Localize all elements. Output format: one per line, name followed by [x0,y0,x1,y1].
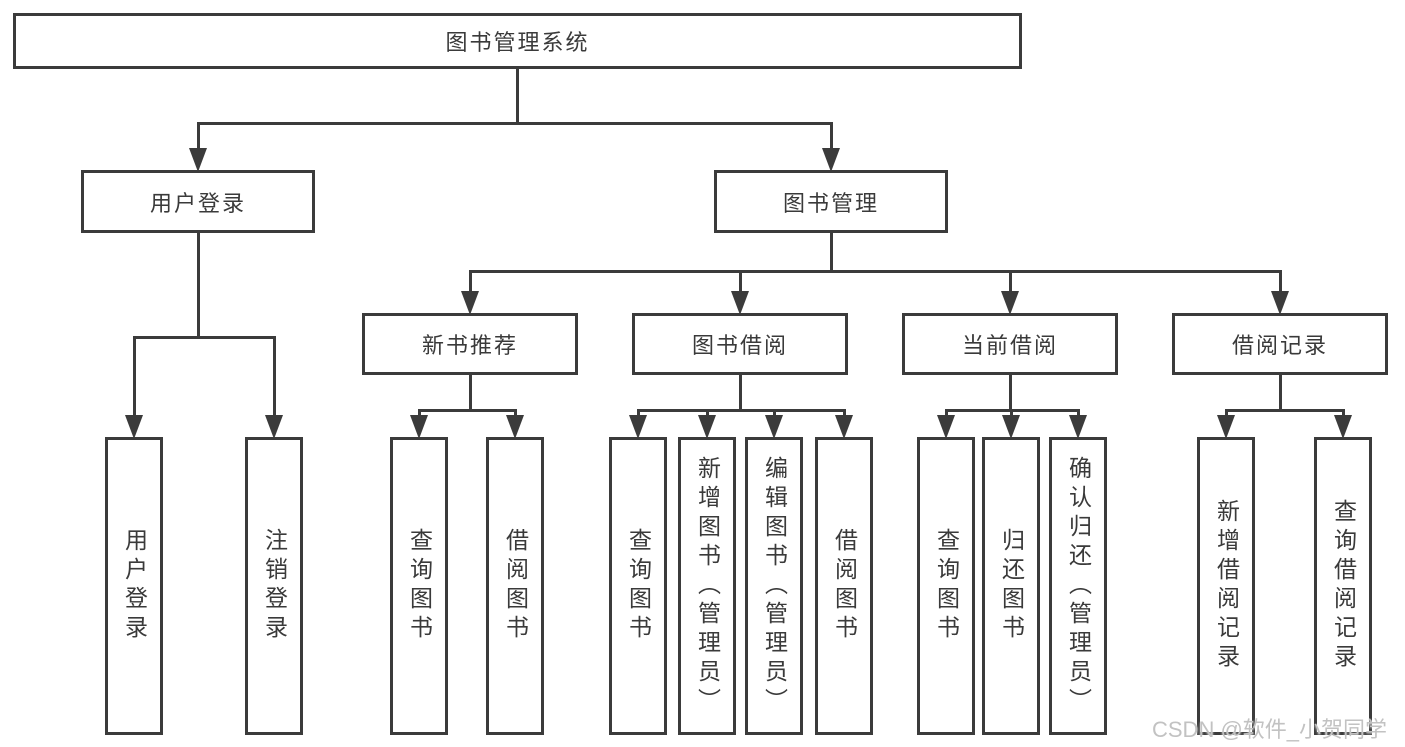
connector-horizontal-line [132,336,276,339]
arrowhead-down-icon [835,415,853,439]
arrowhead-down-icon [765,415,783,439]
node-label-new-book-recommendation: 新书推荐 [421,333,518,358]
node-cb-confirm-return: 确认归还（管理员） [1049,437,1107,735]
node-bb-borrow-books: 借阅图书 [815,437,873,735]
connector-vertical-line [417,409,421,415]
node-label-bb-add-books: 新增图书（管理员） [694,455,721,717]
arrowhead-down-icon [506,415,524,439]
connector-vertical-line [1278,270,1282,291]
node-label-borrowing-records: 借阅记录 [1231,333,1328,358]
node-label-nbr-borrow-books: 借阅图书 [502,528,529,644]
connector-vertical-line [196,233,200,339]
arrowhead-down-icon [410,415,428,439]
node-label-cb-confirm-return: 确认归还（管理员） [1065,455,1092,717]
node-ul-user-login: 用户登录 [105,437,163,735]
connector-vertical-line [944,409,948,415]
connector-vertical-line [468,270,472,291]
connector-vertical-line [829,122,833,148]
connector-vertical-line [272,336,276,415]
connector-horizontal-line [468,270,1282,273]
connector-horizontal-line [1224,409,1345,412]
node-label-user-login: 用户登录 [149,190,246,216]
arrowhead-down-icon [1271,291,1289,315]
node-borrowing-records: 借阅记录 [1172,313,1388,375]
connector-vertical-line [1008,270,1012,291]
node-br-add-record: 新增借阅记录 [1197,437,1255,735]
connector-vertical-line [1008,375,1012,412]
connector-vertical-line [772,409,776,415]
node-book-management: 图书管理 [714,170,948,233]
arrowhead-down-icon [731,291,749,315]
arrowhead-down-icon [937,415,955,439]
arrowhead-down-icon [1001,291,1019,315]
node-label-ul-user-login: 用户登录 [121,528,148,644]
connector-vertical-line [1341,409,1345,415]
arrowhead-down-icon [125,415,143,439]
node-nbr-query-books: 查询图书 [390,437,448,735]
node-label-bb-query-books: 查询图书 [625,528,652,644]
connector-vertical-line [705,409,709,415]
node-cb-query-books: 查询图书 [917,437,975,735]
node-nbr-borrow-books: 借阅图书 [486,437,544,735]
node-bb-add-books: 新增图书（管理员） [678,437,736,735]
node-user-login: 用户登录 [81,170,315,233]
connector-vertical-line [738,270,742,291]
node-bb-edit-books: 编辑图书（管理员） [745,437,803,735]
connector-vertical-line [468,375,472,412]
node-label-nbr-query-books: 查询图书 [406,528,433,644]
node-book-borrowing: 图书借阅 [632,313,848,375]
connector-vertical-line [513,409,517,415]
node-current-borrowing: 当前借阅 [902,313,1118,375]
node-label-system: 图书管理系统 [445,30,590,55]
node-label-br-query-record: 查询借阅记录 [1330,499,1357,673]
node-label-book-borrowing: 图书借阅 [691,333,788,358]
node-cb-return-books: 归还图书 [982,437,1040,735]
connector-vertical-line [842,409,846,415]
arrowhead-down-icon [1217,415,1235,439]
connector-vertical-line [516,69,519,125]
arrowhead-down-icon [629,415,647,439]
arrowhead-down-icon [265,415,283,439]
connector-vertical-line [1009,409,1013,415]
node-br-query-record: 查询借阅记录 [1314,437,1372,735]
arrowhead-down-icon [1334,415,1352,439]
connector-vertical-line [196,122,200,148]
node-new-book-recommendation: 新书推荐 [362,313,578,375]
node-label-book-management: 图书管理 [782,190,879,216]
arrowhead-down-icon [698,415,716,439]
connector-vertical-line [1076,409,1080,415]
connector-vertical-line [829,233,833,273]
csdn-watermark: CSDN @软件_小贺同学 [1152,717,1388,742]
connector-vertical-line [132,336,136,415]
node-label-current-borrowing: 当前借阅 [961,333,1058,358]
connector-horizontal-line [196,122,833,125]
node-ul-logout: 注销登录 [245,437,303,735]
connector-horizontal-line [636,409,846,412]
node-bb-query-books: 查询图书 [609,437,667,735]
arrowhead-down-icon [822,148,840,172]
connector-horizontal-line [417,409,517,412]
node-label-cb-query-books: 查询图书 [933,528,960,644]
connector-vertical-line [1278,375,1282,412]
arrowhead-down-icon [1002,415,1020,439]
connector-vertical-line [1224,409,1228,415]
node-system: 图书管理系统 [13,13,1022,69]
node-label-cb-return-books: 归还图书 [998,528,1025,644]
arrowhead-down-icon [189,148,207,172]
connector-vertical-line [636,409,640,415]
connector-vertical-line [738,375,742,412]
node-label-bb-edit-books: 编辑图书（管理员） [761,455,788,717]
node-label-br-add-record: 新增借阅记录 [1213,499,1240,673]
arrowhead-down-icon [1069,415,1087,439]
node-label-bb-borrow-books: 借阅图书 [831,528,858,644]
arrowhead-down-icon [461,291,479,315]
node-label-ul-logout: 注销登录 [261,528,288,644]
